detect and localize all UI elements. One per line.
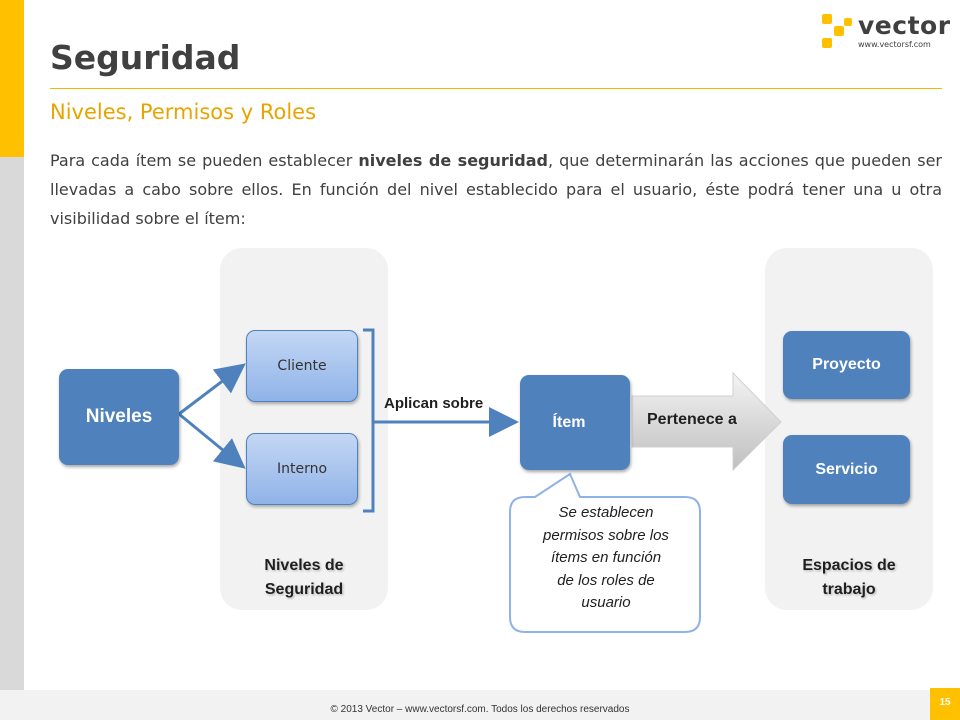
page-number-badge <box>930 688 960 720</box>
callout-line: ítems en función <box>550 549 662 566</box>
intro-bold-term: niveles de seguridad <box>358 151 548 170</box>
logo-url: www.vectorsf.com <box>858 40 931 49</box>
title-divider <box>50 88 942 89</box>
security-levels-panel <box>220 248 388 610</box>
logo-wordmark: vector <box>858 11 951 40</box>
pertenece-a-label: Pertenece a <box>647 411 737 428</box>
pertenece-arrow-shape <box>631 371 782 472</box>
aplican-sobre-label: Aplican sobre <box>384 395 484 412</box>
cliente-box: Cliente <box>246 330 358 402</box>
item-box: Ítem <box>520 375 630 470</box>
security-levels-label: Niveles de Seguridad <box>220 554 388 602</box>
page-title: Seguridad <box>50 38 241 77</box>
proyecto-box: Proyecto <box>783 331 910 399</box>
grouping-bracket <box>363 328 375 513</box>
workspaces-label-line2: trabajo <box>822 581 876 598</box>
callout-line: permisos sobre los <box>543 526 669 544</box>
intro-text-1: Para cada ítem se pueden establecer <box>50 151 359 170</box>
niveles-box: Niveles <box>59 369 179 465</box>
left-accent-bar <box>0 0 24 157</box>
vector-logo-icon <box>822 14 852 48</box>
interno-box: Interno <box>246 433 358 505</box>
callout-shape <box>509 472 701 633</box>
intro-paragraph: Para cada ítem se pueden establecer nive… <box>50 146 942 233</box>
arrow-niveles-interno <box>178 412 246 469</box>
workspaces-label-line1: Espacios de <box>802 557 896 574</box>
security-levels-label-line2: Seguridad <box>264 581 344 598</box>
callout-line: usuario <box>581 594 631 611</box>
callout-note: Se establecen permisos sobre los ítems e… <box>512 502 700 615</box>
intro-text-2: , que determinarán las acciones que pued… <box>50 151 942 228</box>
callout-line: Se establecen <box>558 504 654 521</box>
footer-bar <box>0 690 960 720</box>
workspaces-panel <box>765 248 933 610</box>
servicio-box: Servicio <box>783 435 910 504</box>
workspaces-label: Espacios de trabajo <box>765 554 933 602</box>
callout-line: de los roles de <box>557 571 655 589</box>
page-subtitle: Niveles, Permisos y Roles <box>50 100 317 124</box>
arrow-niveles-cliente <box>178 363 246 416</box>
left-side-bar <box>0 157 24 720</box>
page-number: 15 <box>939 697 951 708</box>
footer-copyright: © 2013 Vector – www.vectorsf.com. Todos … <box>330 704 630 715</box>
security-levels-label-line1: Niveles de <box>264 557 344 574</box>
